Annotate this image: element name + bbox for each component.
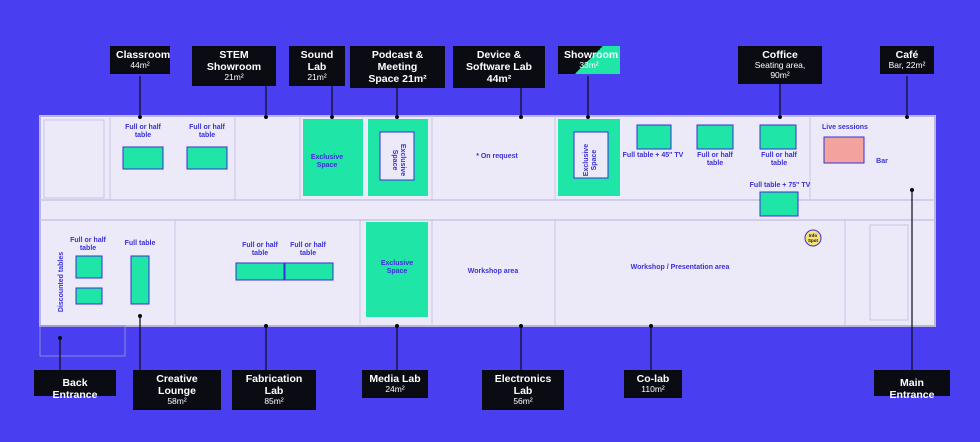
label-sub: 24m² bbox=[385, 384, 405, 395]
label-sub: 44m² bbox=[130, 60, 150, 71]
label-sub: 110m² bbox=[641, 384, 665, 395]
fab-table-2 bbox=[284, 262, 334, 281]
lounge-table-2 bbox=[75, 287, 103, 305]
label-title: Creative Lounge bbox=[156, 373, 198, 398]
zone-discounted: Discounted tables bbox=[57, 251, 65, 313]
label-title: Classroom bbox=[116, 49, 171, 61]
restrooms bbox=[43, 119, 105, 199]
info-spot-marker bbox=[804, 229, 822, 247]
label-showroom: Showroom 33m² bbox=[558, 46, 620, 74]
label-podcast: Podcast & Meeting Space 21m² bbox=[350, 46, 445, 89]
label-sub: 33m² bbox=[579, 60, 599, 71]
label-sub: 21m² bbox=[224, 72, 244, 83]
label-electronics-lab: Electronics Lab 56m² bbox=[482, 370, 564, 410]
zone-coffice-table2: Full or half table bbox=[761, 152, 797, 168]
zone-sound-exclusive: Exclusive Space bbox=[310, 154, 344, 170]
label-fabrication-lab: Fabrication Lab 85m² bbox=[232, 370, 316, 410]
label-device-software: Device & Software Lab 44m² bbox=[453, 46, 545, 89]
label-sub: Software Lab 44m² bbox=[466, 61, 532, 86]
info-spot-label: Info Spot bbox=[808, 233, 818, 244]
zone-workshop-area: Workshop area bbox=[467, 268, 519, 275]
label-title: Podcast & Meeting bbox=[371, 49, 424, 74]
label-co-lab: Co-lab 110m² bbox=[624, 370, 682, 398]
classroom-table-2 bbox=[186, 146, 228, 170]
label-sub: Space 21m² bbox=[368, 73, 427, 86]
label-classroom: Classroom 44m² bbox=[110, 46, 170, 74]
label-title: Café bbox=[895, 49, 919, 61]
label-sub: 21m² bbox=[307, 72, 327, 83]
coffice-table-45 bbox=[636, 124, 672, 150]
zone-coffice-table1: Full or half table bbox=[697, 152, 733, 168]
label-sub: Seating area, 90m² bbox=[754, 60, 806, 80]
label-stem-showroom: STEM Showroom 21m² bbox=[192, 46, 276, 86]
label-title: Main Entrance bbox=[889, 377, 935, 402]
label-sub: 56m² bbox=[513, 396, 533, 407]
label-sub: 85m² bbox=[264, 396, 284, 407]
label-title: Fabrication Lab bbox=[245, 373, 303, 398]
floor-area bbox=[39, 115, 936, 327]
label-title: Electronics Lab bbox=[494, 373, 552, 398]
label-title: Coffice bbox=[762, 49, 798, 61]
label-title: Sound Lab bbox=[300, 49, 334, 74]
zone-classroom-table1: Full or half table bbox=[125, 124, 161, 140]
label-back-entrance: Back Entrance bbox=[34, 370, 116, 401]
zone-fab-table2: Full or half table bbox=[290, 242, 326, 258]
zone-full-table-45: Full table + 45'' TV bbox=[622, 152, 684, 159]
zone-full-table-75: Full table + 75'' TV bbox=[749, 182, 811, 189]
zone-lounge-full: Full table bbox=[124, 240, 156, 247]
label-sub: Bar, 22m² bbox=[888, 60, 926, 71]
label-coffice: Coffice Seating area, 90m² bbox=[738, 46, 822, 84]
zone-workshop-presentation: Workshop / Presentation area bbox=[630, 264, 730, 271]
coffice-table-3 bbox=[759, 124, 797, 150]
stairs-main bbox=[869, 224, 909, 321]
sound-lab-exclusive bbox=[303, 119, 363, 196]
label-creative-lounge: Creative Lounge 58m² bbox=[133, 370, 221, 410]
podcast-table bbox=[379, 131, 415, 181]
live-sessions-stage bbox=[823, 136, 865, 164]
zone-showroom-exclusive: Exclusive Space bbox=[582, 143, 598, 177]
coffice-table-2 bbox=[696, 124, 734, 150]
classroom-table-1 bbox=[122, 146, 164, 170]
label-sub: 58m² bbox=[167, 396, 187, 407]
label-title: STEM Showroom bbox=[206, 49, 262, 74]
zone-fab-table1: Full or half table bbox=[242, 242, 278, 258]
label-title: Showroom bbox=[564, 49, 619, 61]
label-sound-lab: Sound Lab 21m² bbox=[289, 46, 345, 86]
coffice-table-75 bbox=[759, 191, 799, 217]
label-title: Co-lab bbox=[636, 373, 670, 385]
showroom-table bbox=[573, 131, 609, 179]
zone-on-request: * On request bbox=[476, 153, 518, 160]
lounge-table-1 bbox=[75, 255, 103, 279]
zone-classroom-table2: Full or half table bbox=[189, 124, 225, 140]
label-title: Media Lab bbox=[369, 373, 421, 385]
fab-table-1 bbox=[235, 262, 285, 281]
label-media-lab: Media Lab 24m² bbox=[362, 370, 428, 398]
label-title: Device & bbox=[476, 49, 522, 61]
zone-media-exclusive: Exclusive Space bbox=[380, 260, 414, 276]
zone-live-sessions: Live sessions bbox=[822, 124, 868, 131]
stairs-back bbox=[39, 325, 126, 357]
media-lab-exclusive bbox=[366, 222, 428, 317]
lounge-full-table bbox=[130, 255, 150, 305]
zone-lounge-half: Full or half table bbox=[70, 237, 106, 253]
zone-podcast-exclusive: Exclusive Space bbox=[391, 143, 407, 177]
label-cafe: Café Bar, 22m² bbox=[880, 46, 934, 74]
label-main-entrance: Main Entrance bbox=[874, 370, 950, 401]
zone-bar: Bar bbox=[876, 158, 888, 165]
label-title: Back Entrance bbox=[52, 377, 98, 402]
